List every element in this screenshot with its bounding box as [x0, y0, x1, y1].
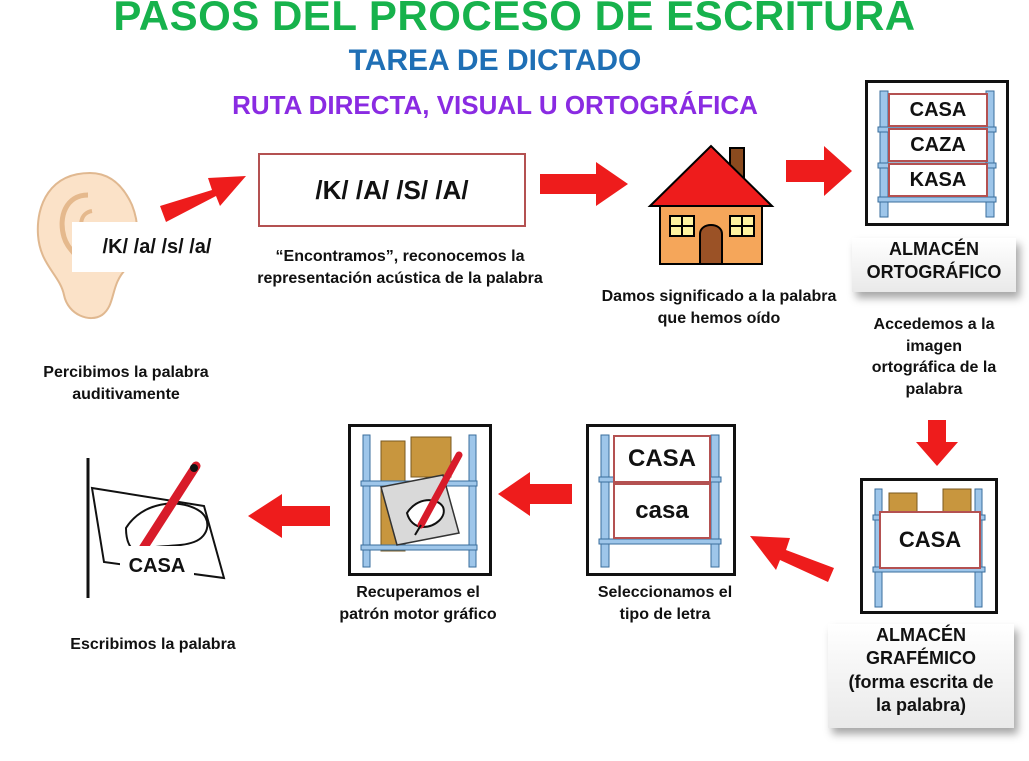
caption-line: Damos significado a la palabra	[601, 288, 837, 305]
writing-hand-icon	[360, 434, 478, 568]
title-line: (forma escrita de	[848, 671, 994, 692]
graphemic-store-title: ALMACÉN GRAFÉMICO (forma escrita de la p…	[828, 624, 1014, 728]
page-title: PASOS DEL PROCESO DE ESCRITURA	[113, 0, 916, 39]
meaning-caption: Damos significado a la palabra que hemos…	[584, 286, 854, 329]
caption-line: Seleccionamos el	[597, 584, 733, 601]
write-caption: Escribimos la palabra	[70, 636, 236, 653]
title-line: ALMACÉN	[876, 625, 966, 645]
caption-line: “Encontramos”, reconocemos la	[275, 248, 525, 265]
arrow-right-icon	[786, 146, 852, 196]
caption-line: Percibimos la palabra	[43, 364, 209, 381]
caption-line: auditivamente	[72, 385, 180, 403]
arrow-left-icon	[248, 494, 330, 538]
store-word: CAZA	[888, 128, 988, 162]
caption-line: representación acústica de la palabra	[257, 269, 543, 287]
store-word: KASA	[888, 163, 988, 197]
phoneme-representation-box: /K/ /A/ /S/ /A/	[258, 153, 526, 227]
page-subtitle: TAREA DE DICTADO	[348, 44, 642, 77]
motor-caption: Recuperamos el patrón motor gráfico	[330, 582, 506, 625]
recognize-caption: “Encontramos”, reconocemos la representa…	[240, 246, 560, 289]
orthographic-store-panel: CASA CAZA KASA	[865, 80, 1009, 226]
title-line: ORTOGRÁFICO	[866, 262, 1002, 283]
orthographic-store-title: ALMACÉN ORTOGRÁFICO	[852, 238, 1016, 292]
title-line: la palabra)	[875, 695, 967, 716]
route-title: RUTA DIRECTA, VISUAL U ORTOGRÁFICA	[232, 90, 758, 120]
orthographic-caption: Accedemos a la imagen ortográfica de la …	[856, 314, 1012, 400]
letter-type-caption: Seleccionamos el tipo de letra	[572, 582, 758, 625]
caption-line: que hemos oído	[657, 309, 781, 327]
arrow-down-icon	[916, 420, 958, 466]
caption-line: Recuperamos el	[356, 584, 480, 601]
caption-line: tipo de letra	[619, 605, 711, 623]
arrow-right-icon	[160, 176, 246, 222]
graphemic-store-panel: CASA	[860, 478, 998, 614]
written-word: CASA	[120, 546, 194, 586]
arrow-right-icon	[540, 162, 628, 206]
caption-line: imagen	[905, 337, 962, 355]
caption-line: palabra	[905, 380, 963, 398]
hear-caption: Percibimos la palabra auditivamente	[20, 362, 232, 405]
letter-type-panel: CASA casa	[586, 424, 736, 576]
arrow-left-icon	[750, 536, 834, 582]
caption-line: patrón motor gráfico	[339, 605, 497, 623]
caption-line: ortográfica de la	[871, 359, 997, 377]
caption-line: Accedemos a la	[873, 316, 995, 333]
lowercase-word: casa	[613, 483, 711, 539]
uppercase-word: CASA	[613, 435, 711, 483]
title-line: ALMACÉN	[889, 239, 979, 259]
heard-phonemes-label: /K/ /a/ /s/ /a/	[72, 222, 242, 272]
store-word: CASA	[879, 511, 981, 569]
house-icon	[647, 144, 775, 265]
title-line: GRAFÉMICO	[866, 648, 976, 669]
motor-pattern-panel	[348, 424, 492, 576]
store-word: CASA	[888, 93, 988, 127]
arrow-left-icon	[498, 472, 572, 516]
